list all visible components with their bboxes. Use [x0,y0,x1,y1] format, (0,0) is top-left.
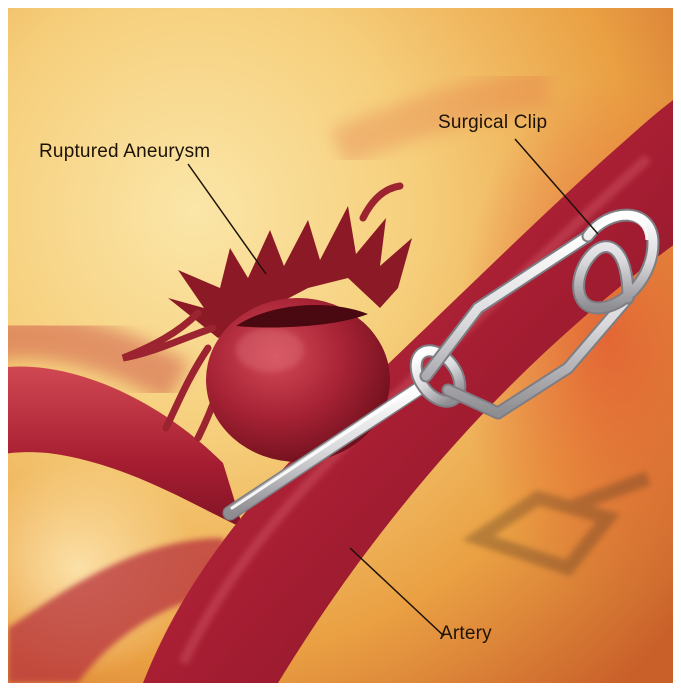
label-artery: Artery [440,623,492,645]
aneurysm-sac-sheen [236,328,304,372]
aneurysm-illustration [8,8,673,683]
label-ruptured-aneurysm: Ruptured Aneurysm [39,141,210,163]
label-surgical-clip: Surgical Clip [438,112,547,134]
